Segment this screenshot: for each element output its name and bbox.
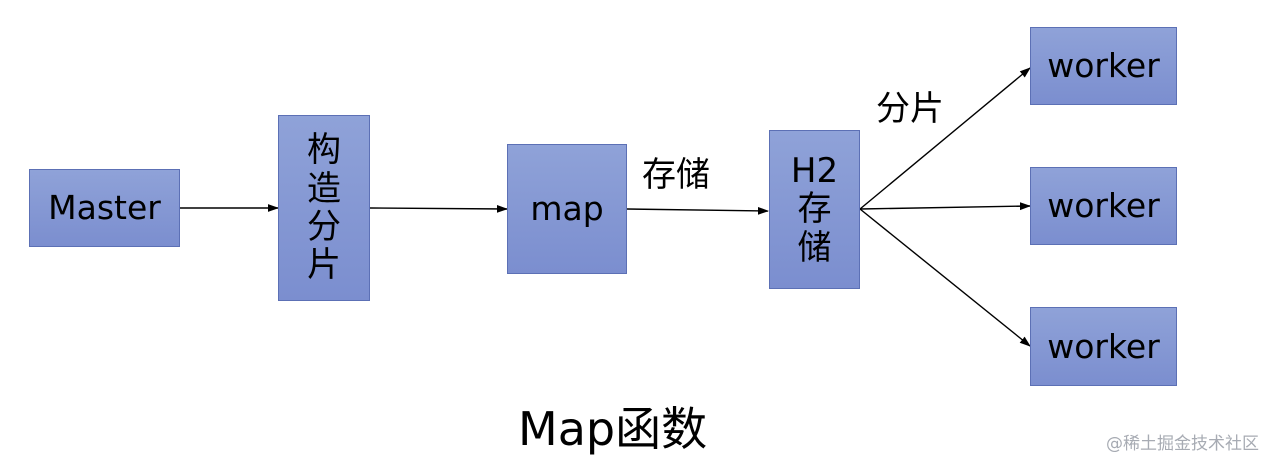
master-node-label: Master bbox=[48, 188, 161, 228]
worker-node-1: worker bbox=[1030, 27, 1177, 105]
arrow-map-to-h2-storage bbox=[626, 206, 770, 215]
h2-storage-node-label: H2 存 储 bbox=[790, 150, 839, 268]
diagram-title: Map函数 bbox=[518, 402, 708, 456]
worker-node-1-label: worker bbox=[1047, 46, 1160, 86]
build-shards-node: 构 造 分 片 bbox=[278, 115, 370, 301]
worker-node-3-label: worker bbox=[1047, 326, 1160, 366]
edge-label-store: 存储 bbox=[642, 155, 710, 195]
build-shards-node-label: 构 造 分 片 bbox=[307, 130, 341, 286]
worker-node-2: worker bbox=[1030, 167, 1177, 245]
map-node-label: map bbox=[530, 189, 604, 229]
arrow-build-shards-to-map bbox=[369, 205, 509, 213]
map-node: map bbox=[507, 144, 627, 274]
arrow-h2-to-worker-2 bbox=[859, 202, 1032, 211]
worker-node-3: worker bbox=[1030, 307, 1177, 386]
h2-storage-node: H2 存 储 bbox=[769, 130, 860, 289]
worker-node-2-label: worker bbox=[1047, 186, 1160, 226]
arrow-h2-to-worker-3 bbox=[859, 208, 1031, 347]
master-node: Master bbox=[29, 169, 180, 247]
arrow-h2-to-worker-1 bbox=[859, 67, 1031, 210]
watermark-text: @稀土掘金技术社区 bbox=[1106, 434, 1259, 454]
edge-label-shard: 分片 bbox=[876, 89, 944, 129]
